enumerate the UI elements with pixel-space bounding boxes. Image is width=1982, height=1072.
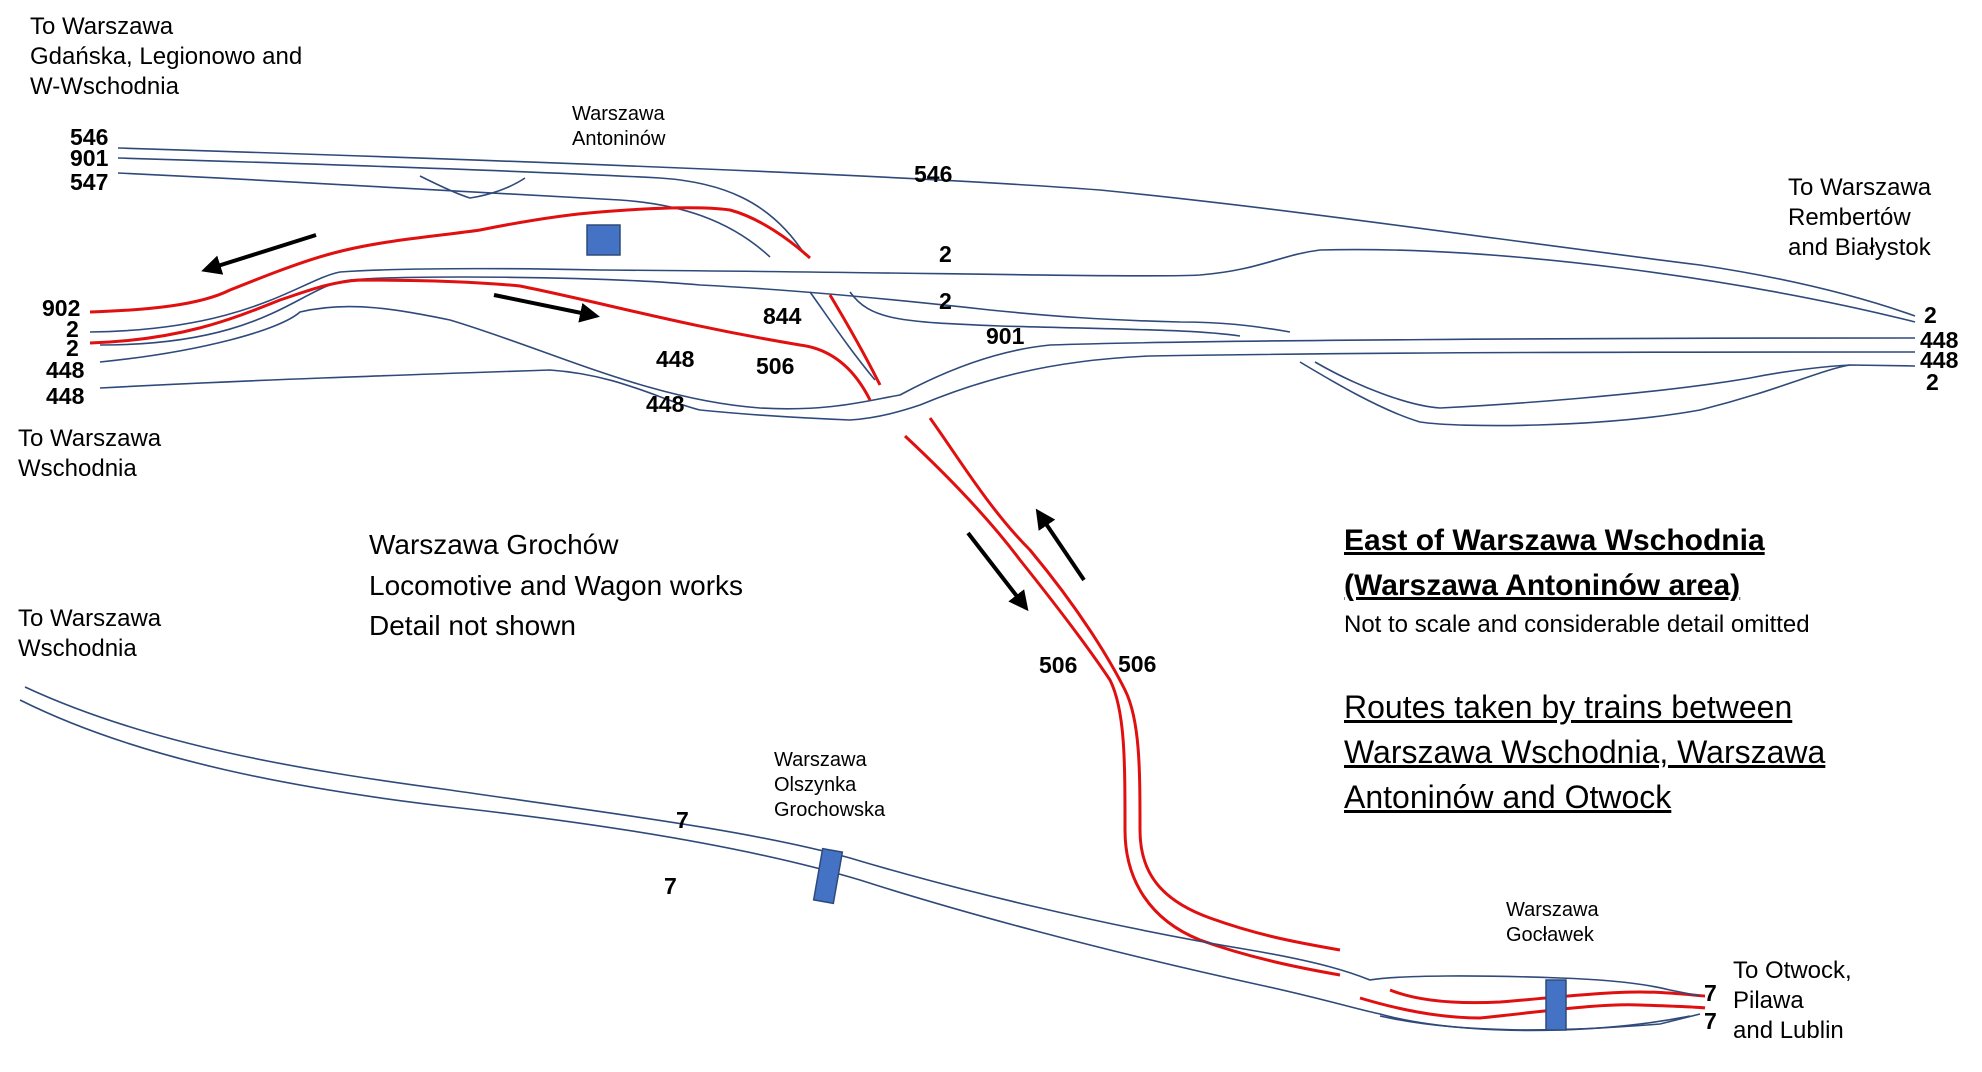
line-number: 2	[66, 316, 79, 342]
dest-line: To Otwock,	[1733, 957, 1852, 984]
line-number: 901	[70, 145, 109, 171]
track-448-upper	[99, 305, 1916, 410]
line-number: 448	[646, 391, 685, 417]
line-number: 901	[986, 323, 1025, 349]
station-antoninow-box	[586, 224, 621, 256]
stn-line: Olszynka	[774, 774, 857, 796]
dest-line: Gdańska, Legionowo and	[30, 43, 303, 70]
stn-line: Gocławek	[1506, 924, 1594, 946]
dest-line: W-Wschodnia	[30, 73, 179, 100]
line-number: 547	[70, 169, 109, 195]
line-number: 546	[914, 161, 953, 187]
works-line: Detail not shown	[369, 610, 577, 642]
destination-otwock: To Otwock, Pilawa and Lublin	[1733, 956, 1852, 1046]
track-2-main	[599, 248, 1916, 323]
dest-line: Wschodnia	[18, 455, 137, 482]
dest-line: To Warszawa	[30, 13, 174, 40]
diagram-title: East of Warszawa Wschodnia (Warszawa Ant…	[1344, 518, 1765, 608]
destination-rembertow: To Warszawa Rembertów and Białystok	[1788, 173, 1931, 263]
dest-line: Wschodnia	[18, 635, 137, 662]
track-448-lower	[99, 351, 1916, 421]
line-number: 7	[676, 807, 689, 833]
station-goclawek-box	[1545, 979, 1567, 1031]
route-506-b	[928, 417, 1341, 952]
routes-line: Routes taken by trains between	[1344, 689, 1793, 725]
track-448-loop	[1299, 361, 1916, 427]
crossover-547-901	[419, 175, 526, 199]
track-2-lower	[99, 276, 1291, 346]
routes-upper	[89, 206, 1706, 1020]
line-number: 2	[1926, 369, 1939, 395]
line-number: 506	[756, 353, 795, 379]
routes-line: Warszawa Wschodnia, Warszawa	[1344, 733, 1826, 770]
line-number: 448	[1920, 327, 1959, 353]
line-number: 844	[763, 303, 802, 329]
tracks-lower	[19, 686, 1701, 1032]
line-number: 546	[70, 124, 109, 150]
route-902	[89, 206, 812, 314]
dest-line: To Warszawa	[18, 425, 162, 452]
stn-line: Warszawa	[1506, 899, 1599, 921]
stn-line: Grochowska	[774, 799, 886, 821]
destination-wschodnia-upper: To Warszawa Wschodnia	[18, 424, 161, 484]
destination-wschodnia-lower: To Warszawa Wschodnia	[18, 604, 161, 664]
track-901-mid	[849, 291, 1241, 337]
route-844	[828, 294, 882, 386]
works-line: Locomotive and Wagon works	[369, 569, 744, 601]
dest-line: and Lublin	[1733, 1017, 1844, 1044]
stn-line: Warszawa	[572, 103, 665, 125]
dest-line: To Warszawa	[18, 605, 162, 632]
line-number: 2	[939, 241, 952, 267]
track-7-c	[1379, 1013, 1701, 1031]
line-number: 7	[1704, 1008, 1717, 1034]
line-number: 7	[664, 873, 677, 899]
line-number: 902	[42, 295, 81, 321]
destination-gdanska: To Warszawa Gdańska, Legionowo and W-Wsc…	[30, 12, 302, 102]
line-number: 506	[1039, 652, 1078, 678]
diagram-note: Not to scale and considerable detail omi…	[1344, 611, 1810, 638]
line-number: 448	[656, 346, 695, 372]
station-olszynka-label: Warszawa Olszynka Grochowska	[774, 748, 885, 823]
tracks-upper	[89, 147, 1916, 427]
dest-line: and Białystok	[1788, 234, 1931, 261]
arrow-east-upper	[493, 293, 600, 323]
dest-line: To Warszawa	[1788, 174, 1932, 201]
route-7-goclawek-a	[1359, 996, 1706, 1020]
line-number: 2	[939, 288, 952, 314]
track-448-loop-inner	[1314, 361, 1851, 409]
track-7-a	[24, 686, 1701, 997]
routes-line: Antoninów and Otwock	[1344, 778, 1672, 815]
route-506-a	[903, 434, 1341, 977]
track-901	[117, 157, 806, 256]
track-546	[117, 147, 1916, 317]
line-number: 2	[66, 335, 79, 361]
arrow-south-diag	[966, 531, 1029, 612]
grochow-works-note: Warszawa Grochów Locomotive and Wagon wo…	[369, 525, 743, 647]
track-2-upper-left	[89, 267, 601, 333]
arrow-west-upper	[201, 233, 317, 275]
arrow-north-diag	[1035, 508, 1086, 582]
track-844	[809, 291, 876, 381]
stn-line: Warszawa	[774, 749, 867, 771]
line-number: 506	[1118, 651, 1157, 677]
track-547	[117, 172, 771, 258]
line-number: 448	[1920, 347, 1959, 373]
title-line: East of Warszawa Wschodnia	[1344, 524, 1765, 557]
station-olszynka-box	[812, 847, 844, 905]
routes-caption: Routes taken by trains between Warszawa …	[1344, 685, 1825, 819]
station-goclawek-label: Warszawa Gocławek	[1506, 898, 1599, 948]
stn-line: Antoninów	[572, 128, 666, 150]
line-number: 448	[46, 383, 85, 409]
station-antoninow-label: Warszawa Antoninów	[572, 102, 665, 152]
line-number: 448	[46, 357, 85, 383]
line-number: 7	[1704, 980, 1717, 1006]
dest-line: Pilawa	[1733, 987, 1804, 1014]
works-line: Warszawa Grochów	[369, 529, 619, 560]
route-2-left	[89, 278, 872, 401]
line-number: 2	[1924, 302, 1937, 328]
dest-line: Rembertów	[1788, 204, 1911, 231]
title-line: (Warszawa Antoninów area)	[1344, 569, 1741, 602]
